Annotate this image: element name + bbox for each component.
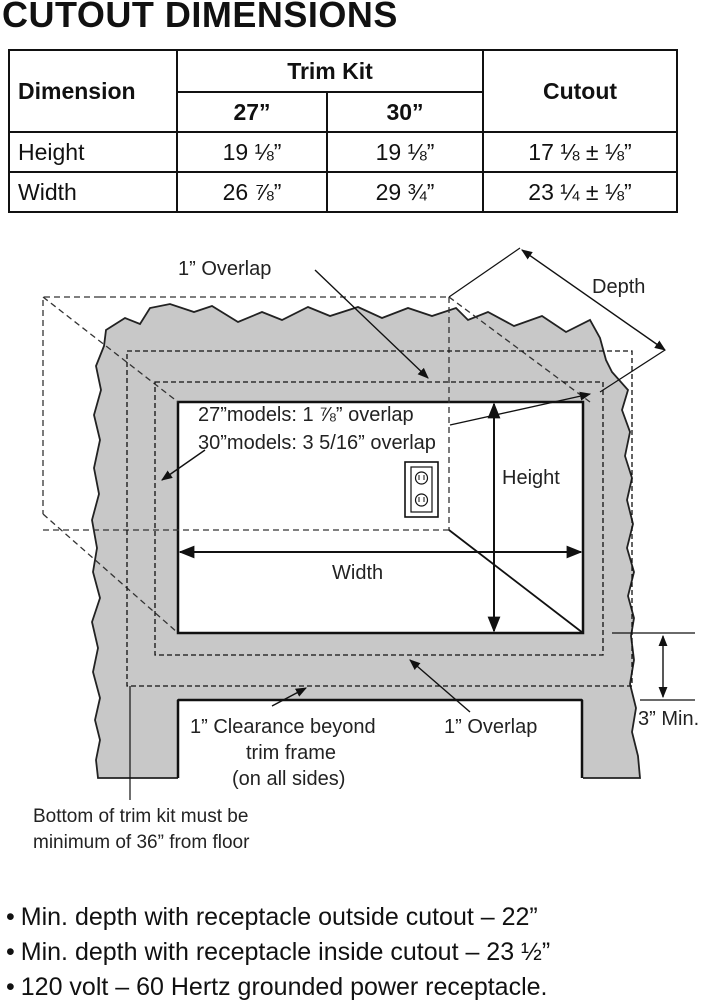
header-30: 30”: [326, 91, 484, 133]
outlet-receptacle-icon: [404, 461, 439, 518]
trim-outline: [126, 350, 633, 687]
table-subheader-row: 27” 30”: [9, 91, 677, 133]
cell-27: 19 ⅛”: [176, 131, 328, 173]
height-label: Height: [502, 467, 560, 489]
list-item: Min. depth with receptacle outside cutou…: [6, 900, 550, 935]
width-label: Width: [332, 562, 383, 584]
models-27-label: 27”models: 1 ⅞” overlap: [198, 404, 414, 426]
overlap-bottom-label: 1” Overlap: [444, 716, 537, 738]
header-trim-kit: Trim Kit: [176, 49, 484, 93]
cutout-dimensions-table: Dimension Trim Kit Cutout 27” 30” Height…: [8, 49, 678, 213]
bottom-note-2: minimum of 36” from floor: [33, 832, 250, 853]
overlap-top-label: 1” Overlap: [178, 258, 271, 280]
cell-30: 19 ⅛”: [326, 131, 484, 173]
table-header-row: Dimension Trim Kit Cutout: [8, 49, 678, 133]
table-row: Height 19 ⅛” 19 ⅛” 17 ⅛ ± ⅛”: [8, 131, 678, 173]
cell-cutout: 23 ¼ ± ⅛”: [482, 171, 678, 213]
row-label: Width: [8, 171, 178, 213]
cell-27: 26 ⅞”: [176, 171, 328, 213]
clearance-label-1: 1” Clearance beyond: [190, 716, 376, 738]
cell-cutout: 17 ⅛ ± ⅛”: [482, 131, 678, 173]
list-item: Min. depth with receptacle inside cutout…: [6, 935, 550, 970]
header-dimension: Dimension: [8, 49, 178, 133]
header-cutout: Cutout: [482, 49, 678, 133]
depth-arrow: [521, 249, 666, 351]
row-label: Height: [8, 131, 178, 173]
min-3-label: 3” Min.: [638, 708, 699, 730]
cell-30: 29 ¾”: [326, 171, 484, 213]
header-27: 27”: [176, 91, 328, 133]
page-title: CUTOUT DIMENSIONS: [2, 0, 398, 35]
requirements-list: Min. depth with receptacle outside cutou…: [6, 900, 550, 1005]
list-item: 120 volt – 60 Hertz grounded power recep…: [6, 970, 550, 1005]
cutout-opening: [176, 400, 585, 635]
clearance-label-3: (on all sides): [232, 768, 345, 790]
table-row: Width 26 ⅞” 29 ¾” 23 ¼ ± ⅛”: [8, 171, 678, 213]
clearance-label-2: trim frame: [246, 742, 336, 764]
depth-label: Depth: [592, 276, 645, 298]
bottom-note-1: Bottom of trim kit must be: [33, 806, 248, 827]
models-30-label: 30”models: 3 5/16” overlap: [198, 432, 436, 454]
